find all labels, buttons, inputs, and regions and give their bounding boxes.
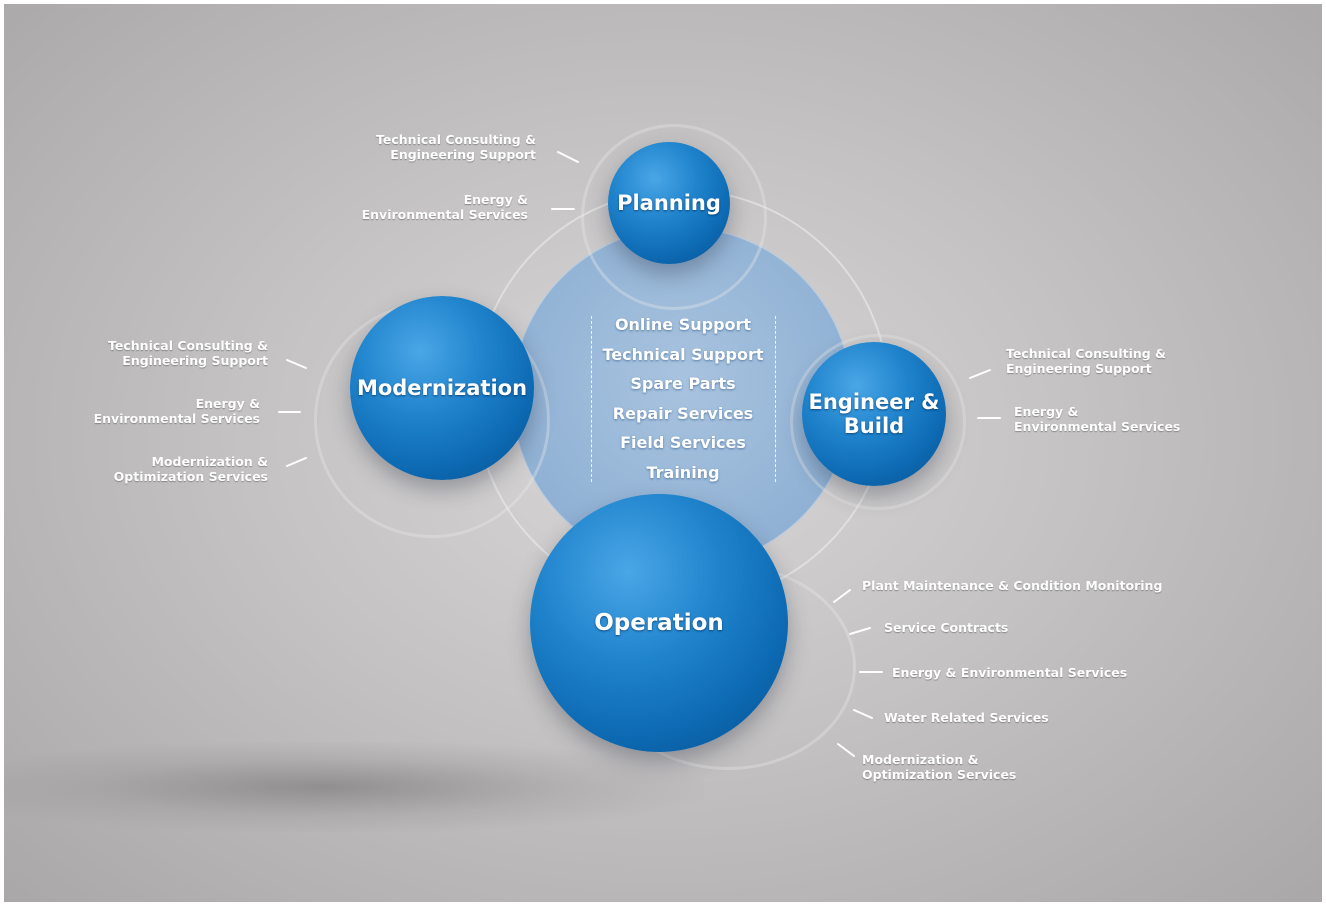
operation-title: Operation (594, 609, 724, 636)
engineer-build-service-label: Energy & Environmental Services (1014, 404, 1181, 434)
engineer-build-ring (790, 334, 966, 510)
operation-tick-1 (833, 589, 851, 603)
modernization-service-label: Technical Consulting & Engineering Suppo… (108, 338, 268, 368)
ground-shadow (4, 742, 704, 832)
center-service-item: Technical Support (602, 344, 764, 364)
operation-tick-4 (853, 709, 873, 719)
planning-service-label: Energy & Environmental Services (361, 192, 528, 222)
modernization-tick-1 (286, 359, 307, 369)
engineer-build-sphere[interactable]: Engineer & Build (802, 342, 946, 486)
center-service-item: Online Support (614, 315, 752, 334)
center-service-item: Spare Parts (630, 374, 736, 393)
planning-title: Planning (617, 190, 721, 215)
operation-service-label: Energy & Environmental Services (892, 665, 1128, 680)
engineer-build-tick-1 (969, 369, 991, 379)
connector-ticks (278, 151, 1001, 757)
modernization-tick-3 (286, 457, 307, 467)
operation-service-label: Service Contracts (884, 620, 1009, 635)
planning-ring (581, 124, 767, 310)
engineer-build-service-label: Technical Consulting & Engineering Suppo… (1006, 346, 1166, 376)
planning-sphere[interactable]: Planning (608, 142, 730, 264)
modernization-service-label: Modernization & Optimization Services (113, 454, 268, 484)
engineer-build-title-line1: Engineer & (808, 389, 940, 414)
operation-service-label: Modernization & Optimization Services (862, 752, 1017, 782)
operation-sphere[interactable]: Operation (530, 494, 788, 752)
center-service-list: Online Support Technical Support Spare P… (589, 310, 777, 487)
center-service-item: Training (646, 462, 720, 482)
center-service-item: Field Services (620, 433, 746, 452)
modernization-sphere[interactable]: Modernization (350, 296, 534, 480)
planning-tick-1 (557, 151, 579, 163)
operation-tick-5 (837, 743, 855, 757)
operation-service-label: Plant Maintenance & Condition Monitoring (862, 578, 1163, 593)
planning-service-label: Technical Consulting & Engineering Suppo… (376, 132, 536, 162)
operation-tick-2 (849, 627, 871, 635)
engineer-build-title-line2: Build (843, 414, 905, 438)
center-service-item: Repair Services (612, 403, 754, 423)
diagram-canvas: Online Support Technical Support Spare P… (4, 4, 1322, 902)
modernization-service-label: Energy & Environmental Services (93, 396, 260, 426)
operation-service-label: Water Related Services (884, 710, 1049, 725)
modernization-title: Modernization (356, 375, 528, 400)
list-divider-left (591, 316, 592, 482)
list-divider-right (775, 316, 776, 482)
